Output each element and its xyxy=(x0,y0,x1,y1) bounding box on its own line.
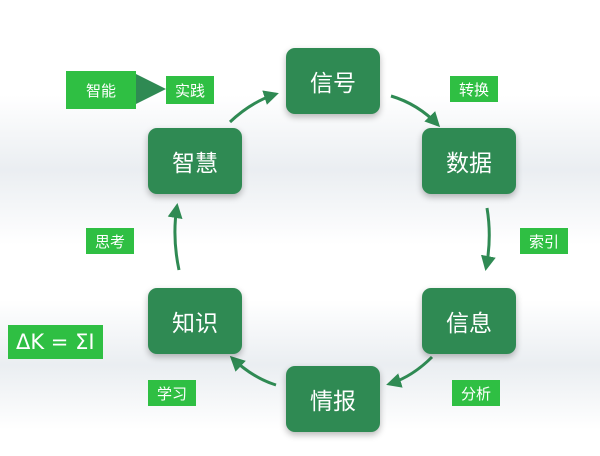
box-intelligent: 智能 xyxy=(66,71,136,109)
node-wisdom: 智慧 xyxy=(148,128,242,194)
node-intelligence: 情报 xyxy=(286,366,380,432)
formula-box: ΔK = ΣI xyxy=(8,325,103,359)
node-data: 数据 xyxy=(422,128,516,194)
node-information: 信息 xyxy=(422,288,516,354)
arrow-wisdom-to-signal xyxy=(228,90,279,124)
node-signal: 信号 xyxy=(286,48,380,114)
label-think: 思考 xyxy=(86,228,135,254)
arrow-information-to-intelligence xyxy=(386,355,434,388)
arrow-intelligence-to-knowledge xyxy=(229,355,277,387)
arrow-signal-to-data xyxy=(390,94,441,128)
node-knowledge: 知识 xyxy=(148,288,242,354)
label-convert: 转换 xyxy=(450,76,499,102)
arrow-knowledge-to-wisdom xyxy=(167,203,183,271)
label-learn: 学习 xyxy=(148,380,197,406)
arrow-data-to-information xyxy=(480,207,496,271)
label-analyze: 分析 xyxy=(452,380,501,406)
box-practice: 实践 xyxy=(166,76,215,104)
label-index: 索引 xyxy=(520,228,569,254)
